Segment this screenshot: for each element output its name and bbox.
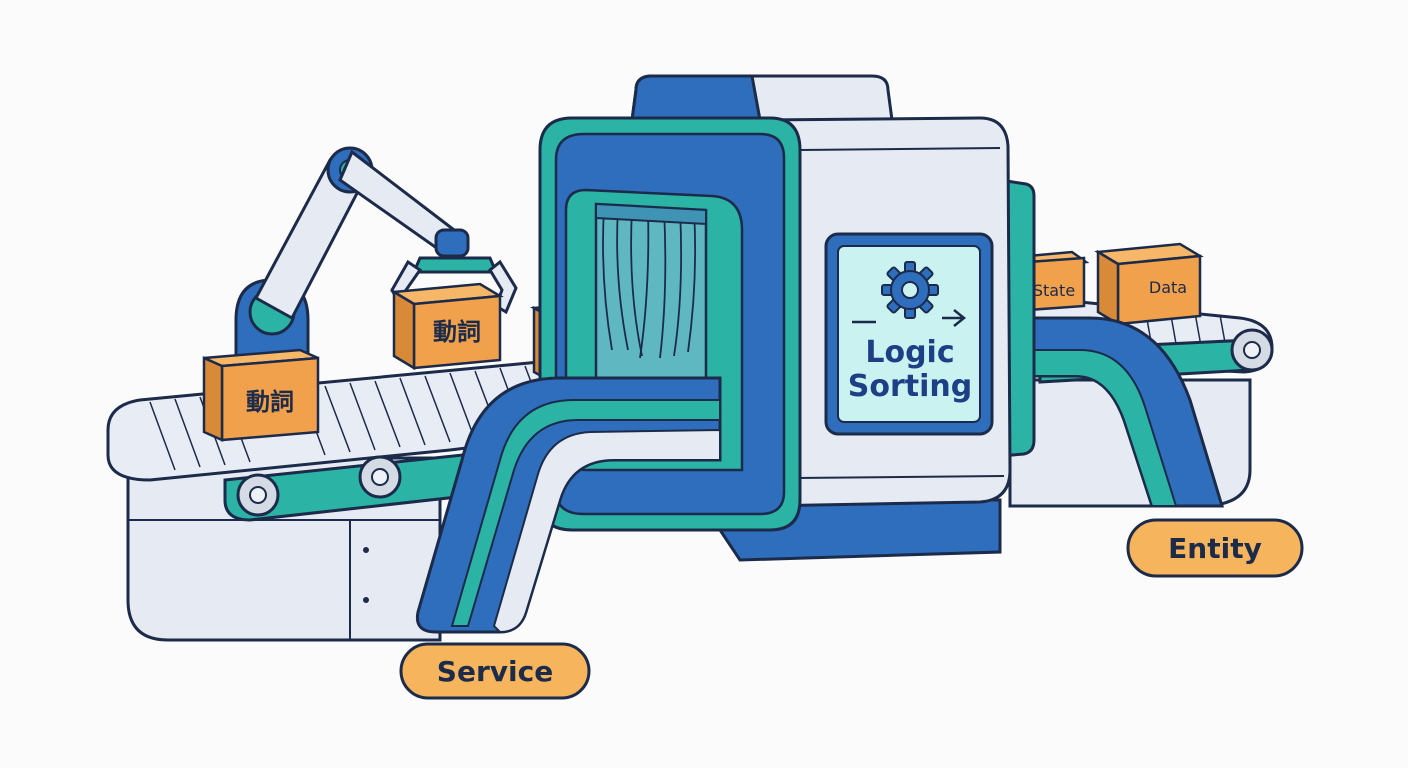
service-label-text: Service <box>437 655 553 688</box>
service-label: Service <box>399 642 591 700</box>
box-1: 動詞 <box>202 348 320 442</box>
arrow-right-icon <box>852 309 967 327</box>
box-2-label: 動詞 <box>433 318 481 346</box>
box-1-label: 動詞 <box>246 388 294 416</box>
sorting-machine: Logic Sorting <box>538 74 1036 562</box>
screen-label-line2: Sorting <box>848 369 972 404</box>
box-4-label: State <box>1033 281 1075 300</box>
right-pipe <box>1008 316 1225 508</box>
left-pipe <box>415 376 722 634</box>
screen-label-line1: Logic <box>865 335 954 370</box>
entity-label: Entity <box>1126 518 1304 578</box>
box-5: Data <box>1094 242 1204 327</box>
box-4: State <box>1024 250 1090 312</box>
robot-arm <box>234 146 518 382</box>
gear-icon <box>881 261 939 319</box>
entity-label-text: Entity <box>1168 532 1262 565</box>
box-2: 動詞 <box>390 282 504 371</box>
box-5-label: Data <box>1149 278 1187 297</box>
